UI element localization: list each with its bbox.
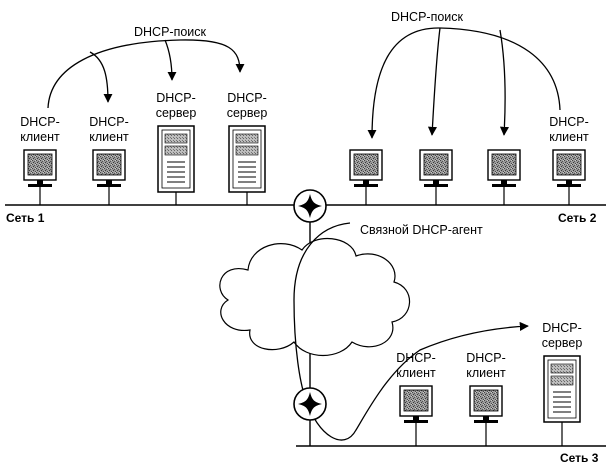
- node-label-line2: сервер: [227, 106, 268, 120]
- node-label-line2: клиент: [20, 130, 60, 144]
- node-label-line1: DHCP-: [20, 115, 60, 129]
- network-2-client-1: [349, 149, 383, 205]
- node-label-line1: DHCP-: [89, 115, 129, 129]
- dhcp-search-label-1: DHCP-поиск: [134, 25, 207, 39]
- node-label-line1: DHCP-: [542, 321, 582, 335]
- network-nodes: DHCP-клиентDHCP-клиентDHCP-серверDHCP-се…: [20, 91, 589, 446]
- node-label-line1: DHCP-: [466, 351, 506, 365]
- node-label-line1: DHCP-: [156, 91, 196, 105]
- node-label-line2: клиент: [89, 130, 129, 144]
- node-label-line1: DHCP-: [549, 115, 589, 129]
- network-1-label: Сеть 1: [6, 211, 45, 225]
- network-2-label: Сеть 2: [558, 211, 597, 225]
- node-label-line1: DHCP-: [227, 91, 267, 105]
- node-label-line2: сервер: [156, 106, 197, 120]
- network-1-server-3: DHCP-сервер: [156, 91, 197, 205]
- router-icon-bottom: [293, 387, 327, 421]
- relay-path: [293, 222, 529, 441]
- cloud-icon: [219, 237, 411, 356]
- network-2-client-2: [419, 149, 453, 205]
- network-3-label: Сеть 3: [560, 451, 599, 465]
- node-label-line2: клиент: [549, 130, 589, 144]
- network-1-search-arrows: [47, 39, 245, 109]
- network-2-search-arrows: [367, 27, 561, 139]
- node-label-line1: DHCP-: [396, 351, 436, 365]
- network-2-client-4: DHCP-клиент: [549, 115, 589, 205]
- network-3-server-3: DHCP-сервер: [542, 321, 583, 446]
- network-1-client-2: DHCP-клиент: [89, 115, 129, 205]
- node-label-line2: клиент: [466, 366, 506, 380]
- node-label-line2: сервер: [542, 336, 583, 350]
- network-3-client-1: DHCP-клиент: [396, 351, 436, 446]
- network-3-client-2: DHCP-клиент: [466, 351, 506, 446]
- relay-agent-label: Связной DHCP-агент: [360, 223, 483, 237]
- node-label-line2: клиент: [396, 366, 436, 380]
- router-icon-top: [293, 189, 327, 223]
- dhcp-search-label-2: DHCP-поиск: [391, 10, 464, 24]
- network-2-client-3: [487, 149, 521, 205]
- network-1-client-1: DHCP-клиент: [20, 115, 60, 205]
- network-1-server-4: DHCP-сервер: [227, 91, 268, 205]
